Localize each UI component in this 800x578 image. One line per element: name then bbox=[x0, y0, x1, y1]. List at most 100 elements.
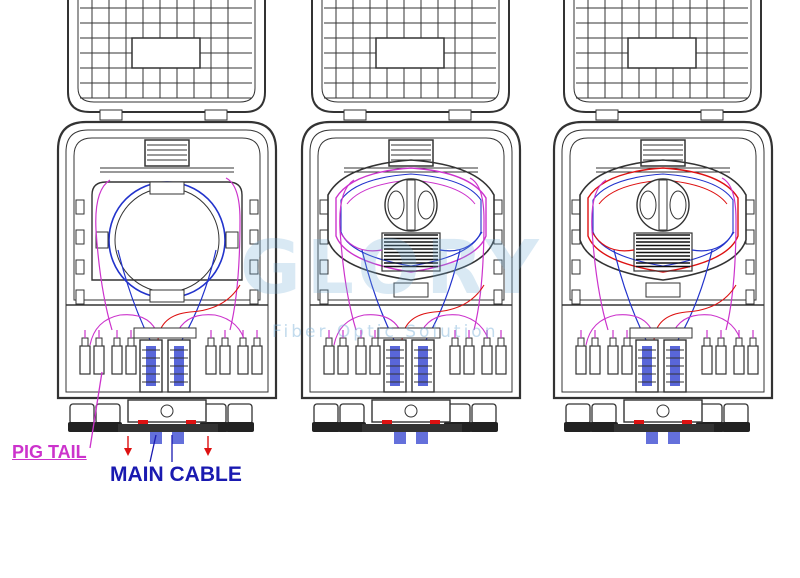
hinge bbox=[700, 109, 724, 121]
side-rib bbox=[745, 289, 755, 305]
cable-gland bbox=[69, 403, 95, 425]
spool-bar bbox=[658, 179, 668, 231]
side-rib bbox=[75, 229, 85, 245]
hinge bbox=[343, 109, 367, 121]
box-body-outline bbox=[300, 120, 522, 400]
fiber-red-route bbox=[401, 284, 485, 341]
pig-tail-route bbox=[225, 177, 241, 331]
main-cable-route bbox=[117, 249, 151, 341]
side-rib bbox=[571, 199, 581, 215]
bottom-base bbox=[362, 424, 462, 432]
adapter bbox=[251, 345, 263, 375]
adapter-cap bbox=[717, 337, 725, 347]
tray-area-outline bbox=[73, 137, 261, 301]
spool-lobe bbox=[387, 190, 405, 220]
pig-tail-route bbox=[175, 314, 247, 346]
adapter-cap bbox=[127, 337, 135, 347]
adapter bbox=[575, 345, 587, 375]
spool-lobe bbox=[417, 190, 435, 220]
cable-gland-nut bbox=[94, 422, 122, 432]
adapter bbox=[337, 345, 349, 375]
lid-outline bbox=[311, 0, 510, 113]
pig-tail-label: PIG TAIL bbox=[12, 442, 87, 462]
side-rib bbox=[249, 289, 259, 305]
box-left bbox=[56, 0, 278, 444]
adapter bbox=[481, 345, 493, 375]
fiber-ring-guide bbox=[114, 187, 220, 293]
splice-holder bbox=[636, 234, 690, 268]
box-middle bbox=[300, 0, 522, 444]
fiber-red-route bbox=[157, 284, 241, 341]
fiber-lead bbox=[339, 231, 383, 252]
pig-tail-route bbox=[419, 314, 491, 346]
ring-clip bbox=[95, 231, 109, 249]
hinge bbox=[204, 109, 228, 121]
side-rib bbox=[75, 289, 85, 305]
side-rib bbox=[493, 289, 503, 305]
adapter-cap bbox=[703, 337, 711, 347]
adapter bbox=[125, 345, 137, 375]
adapter bbox=[621, 345, 633, 375]
pig-tail-route bbox=[721, 177, 737, 331]
cable-gland bbox=[339, 403, 365, 425]
red-arrow-head bbox=[204, 448, 212, 456]
ring-clip bbox=[149, 181, 185, 195]
fiber-lead bbox=[439, 231, 483, 252]
cable-gland bbox=[313, 403, 339, 425]
lid-label-plate bbox=[375, 37, 445, 69]
lid-outline bbox=[563, 0, 762, 113]
pig-tail-route bbox=[89, 314, 159, 346]
cable-gland-nut bbox=[590, 422, 618, 432]
side-rib bbox=[571, 259, 581, 275]
adapter bbox=[607, 345, 619, 375]
cable-gland bbox=[565, 403, 591, 425]
side-rib bbox=[75, 259, 85, 275]
side-rib bbox=[249, 229, 259, 245]
pig-tail-route bbox=[469, 177, 485, 331]
tray-latch bbox=[645, 282, 681, 298]
adapter-cap bbox=[81, 337, 89, 347]
side-rib bbox=[571, 289, 581, 305]
pig-tail-route bbox=[333, 314, 403, 346]
adapter-cap bbox=[749, 337, 757, 347]
fiber-loop bbox=[592, 173, 734, 267]
adapter bbox=[219, 345, 231, 375]
adapter-cap bbox=[239, 337, 247, 347]
adapter bbox=[205, 345, 217, 375]
box-body-inner bbox=[309, 129, 513, 393]
adapter-cap bbox=[577, 337, 585, 347]
adapter bbox=[237, 345, 249, 375]
splice-tray-outline bbox=[327, 159, 495, 281]
box-body-inner bbox=[65, 129, 269, 393]
lid-outline bbox=[67, 0, 266, 113]
cable-gland-nut bbox=[68, 422, 96, 432]
side-rib bbox=[745, 199, 755, 215]
adapter bbox=[715, 345, 727, 375]
side-rib bbox=[571, 229, 581, 245]
side-rib bbox=[319, 289, 329, 305]
pig-tail-route bbox=[671, 314, 743, 346]
splice-holder-frame bbox=[381, 232, 441, 272]
adapter-cap bbox=[113, 337, 121, 347]
adapter-cap bbox=[623, 337, 631, 347]
main-cable-pointer bbox=[149, 434, 157, 463]
side-rib bbox=[249, 259, 259, 275]
ring-clip bbox=[149, 289, 185, 303]
tray-area-outline bbox=[317, 137, 505, 301]
lid-inner-outline bbox=[77, 0, 256, 103]
side-rib bbox=[319, 259, 329, 275]
adapter bbox=[355, 345, 367, 375]
fiber-loop bbox=[335, 167, 487, 273]
cable-gland bbox=[95, 403, 121, 425]
hinge bbox=[595, 109, 619, 121]
cable-gland-nut bbox=[722, 422, 750, 432]
fiber-lead bbox=[591, 231, 635, 252]
adapter-cap bbox=[497, 337, 505, 347]
cable-gland-nut bbox=[338, 422, 366, 432]
top-clip bbox=[144, 139, 190, 167]
lid-label-plate bbox=[131, 37, 201, 69]
lid-label-plate bbox=[627, 37, 697, 69]
side-rib bbox=[745, 259, 755, 275]
splice-holder bbox=[384, 234, 438, 268]
